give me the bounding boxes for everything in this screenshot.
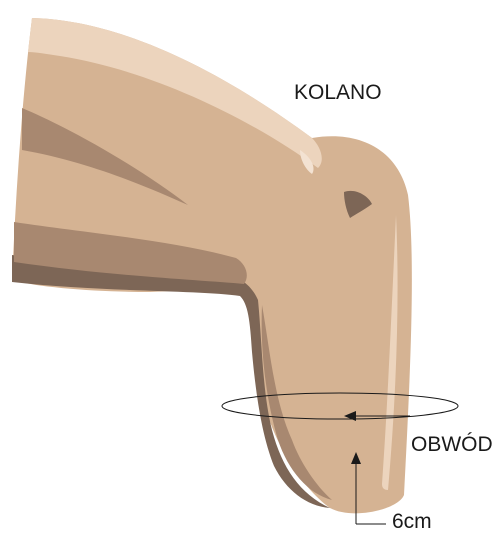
circumference-label: OBWÓD	[411, 434, 493, 455]
distance-label: 6cm	[392, 511, 432, 532]
knee-label: KOLANO	[294, 82, 382, 103]
